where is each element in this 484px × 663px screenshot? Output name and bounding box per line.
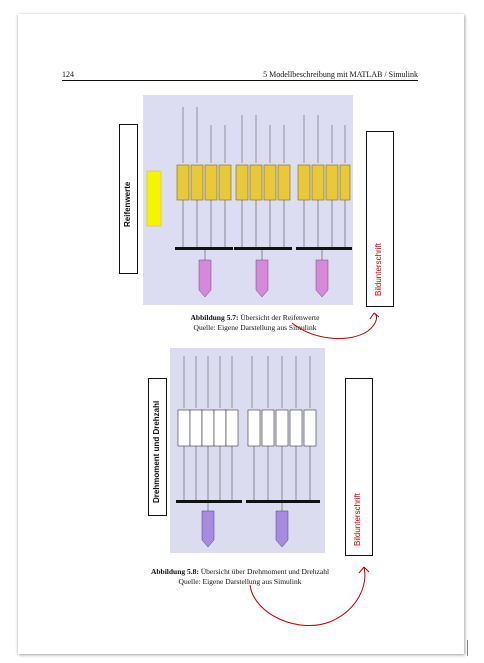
figure2-side-label-box: Drehmoment und Drehzahl — [148, 378, 167, 516]
figure1-caption-text: Übersicht der Reifenwerte — [240, 313, 320, 322]
figure1-caption: Abbildung 5.7: Übersicht der Reifenwerte… — [150, 313, 360, 333]
figure1-annotation: Bildunterschrift — [374, 243, 383, 296]
figure1-side-label: Reifenwerte — [123, 181, 132, 227]
figure2-source: Quelle: Eigene Darstellung aus Simulink — [178, 577, 302, 586]
figure1-caption-label: Abbildung 5.7: — [190, 313, 239, 322]
figure1-annotation-box — [366, 131, 394, 307]
figure1-arrow — [291, 312, 380, 340]
figure1-side-label-box: Reifenwerte — [119, 124, 138, 274]
figure2-side-label: Drehmoment und Drehzahl — [152, 400, 161, 503]
page-edge-mark — [467, 640, 468, 656]
figure2-simulink-diagram — [170, 348, 325, 553]
figure2-annotation-box — [345, 378, 373, 556]
figure2-caption-label: Abbildung 5.8: — [150, 567, 199, 576]
header-rule — [62, 80, 418, 81]
figure2-caption: Abbildung 5.8: Übersicht über Drehmoment… — [95, 567, 385, 587]
figure1-simulink-diagram — [143, 95, 353, 305]
figure2-caption-text: Übersicht über Drehmoment und Drehzahl — [200, 567, 330, 576]
figure1-source: Quelle: Eigene Darstellung aus Simulink — [193, 323, 317, 332]
running-title: 5 Modellbeschreibung mit MATLAB / Simuli… — [263, 70, 418, 79]
figure2-annotation: Bildunterschrift — [353, 493, 362, 546]
page-number: 124 — [62, 70, 74, 79]
figure2-arrow — [249, 566, 370, 626]
